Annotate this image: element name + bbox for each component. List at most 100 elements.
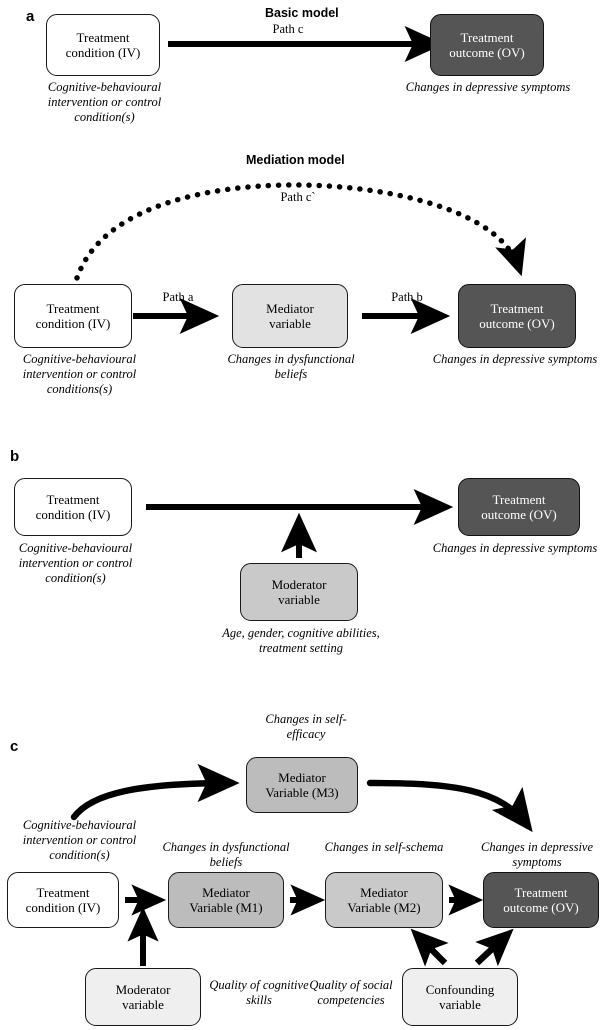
caption-line-2: self-efficacy — [286, 712, 347, 741]
panel-letter-b: b — [10, 448, 20, 465]
node-line-1: Treatment — [46, 300, 100, 316]
arrow-m3-to-ov-curve — [366, 779, 533, 833]
node-line-1: Mediator — [360, 884, 408, 900]
node-line-1: Treatment — [490, 300, 544, 316]
caption-treatment-condition-b: Cognitive-behavioural intervention or co… — [0, 541, 163, 586]
arrow-confounder-to-m2 — [410, 928, 449, 967]
caption-line-1: Changes in — [480, 840, 538, 854]
caption-line-2: dysfunctional beliefs — [274, 352, 355, 381]
basic-model-title: Basic model — [265, 6, 339, 20]
node-line-2: condition (IV) — [65, 45, 141, 60]
caption-outcome-mediation: Changes in depressive symptoms — [425, 352, 602, 367]
arrow-iv-to-m3-curve — [70, 763, 240, 821]
caption-line-1: Changes in depressive — [405, 80, 518, 94]
node-line-2: Variable (M2) — [347, 900, 421, 915]
caption-line-3: condition(s) — [45, 571, 106, 585]
node-mediator-variable-m1: Mediator Variable (M1) — [168, 872, 284, 928]
node-line-2: variable — [439, 997, 481, 1012]
caption-line-2: intervention or control — [22, 833, 137, 847]
caption-confounder-c: Quality of social competencies — [292, 978, 410, 1008]
panel-letter-c: c — [10, 738, 19, 755]
mediation-model-title: Mediation model — [246, 153, 345, 167]
node-treatment-outcome-a: Treatment outcome (OV) — [430, 14, 544, 76]
caption-outcome-c: Changes in depressive symptoms — [467, 840, 602, 870]
node-treatment-outcome-b: Treatment outcome (OV) — [458, 478, 580, 536]
node-line-2: outcome (OV) — [481, 507, 557, 522]
caption-line-2: self-schema — [384, 840, 444, 854]
node-line-1: Mediator — [266, 300, 314, 316]
node-line-2: outcome (OV) — [449, 45, 525, 60]
caption-line-3: conditions(s) — [46, 382, 113, 396]
node-line-2: variable — [269, 316, 311, 331]
caption-line-1: Quality of social — [309, 978, 393, 992]
node-line-2: variable — [278, 592, 320, 607]
caption-line-1: Changes in depressive — [432, 352, 545, 366]
node-line-2: outcome (OV) — [479, 316, 555, 331]
caption-line-1: Changes in — [265, 712, 322, 726]
node-treatment-outcome-mediation: Treatment outcome (OV) — [458, 284, 576, 348]
node-line-2: condition (IV) — [35, 507, 111, 522]
caption-line-1: Age, gender, cognitive — [222, 626, 334, 640]
node-line-1: Treatment — [492, 491, 546, 507]
caption-line-2: intervention or control — [47, 95, 162, 109]
caption-treatment-outcome-b: Changes in depressive symptoms — [425, 541, 602, 556]
caption-line-2: intervention or control — [18, 556, 133, 570]
caption-line-2: abilities, treatment setting — [259, 626, 380, 655]
caption-line-1: Cognitive-behavioural — [18, 541, 133, 555]
caption-line-2: symptoms — [547, 541, 598, 555]
node-line-1: Mediator — [278, 769, 326, 785]
node-treatment-outcome-c: Treatment outcome (OV) — [483, 872, 599, 928]
label-path-c-prime: Path c` — [280, 190, 316, 204]
arrow-confounder-to-ov — [474, 928, 514, 967]
node-confounding-variable-c: Confounding variable — [402, 968, 518, 1026]
caption-line-1: Changes in — [324, 840, 382, 854]
node-mediator-variable-m3: Mediator Variable (M3) — [246, 757, 358, 813]
node-line-1: Treatment — [460, 29, 514, 45]
caption-line-2: cognitive skills — [246, 978, 309, 1007]
caption-line-2: depressive symptoms — [512, 840, 594, 869]
node-treatment-condition-c: Treatment condition (IV) — [7, 872, 119, 928]
node-line-1: Confounding — [425, 981, 495, 997]
caption-moderator-c: Quality of cognitive skills — [204, 978, 314, 1008]
caption-line-1: Quality of — [209, 978, 260, 992]
caption-treatment-condition-mediation: Cognitive-behavioural intervention or co… — [0, 352, 167, 397]
caption-line-1: Changes in depressive — [432, 541, 545, 555]
caption-line-3: condition(s) — [74, 110, 135, 124]
node-treatment-condition-b: Treatment condition (IV) — [14, 478, 132, 536]
caption-line-1: Cognitive-behavioural — [22, 818, 137, 832]
caption-line-1: Cognitive-behavioural — [22, 352, 137, 366]
caption-mediator-m2: Changes in self-schema — [314, 840, 454, 855]
node-line-2: condition (IV) — [35, 316, 111, 331]
caption-mediator-mediation: Changes in dysfunctional beliefs — [212, 352, 370, 382]
node-treatment-condition-a: Treatment condition (IV) — [46, 14, 160, 76]
label-path-c: Path c — [272, 22, 304, 36]
node-line-2: condition (IV) — [25, 900, 101, 915]
caption-treatment-condition-c: Cognitive-behavioural intervention or co… — [0, 818, 167, 863]
caption-mediator-m1: Changes in dysfunctional beliefs — [152, 840, 300, 870]
caption-line-2: intervention or control — [22, 367, 137, 381]
node-mediator-variable-m2: Mediator Variable (M2) — [325, 872, 443, 928]
node-line-1: Treatment — [514, 884, 568, 900]
caption-line-2: symptoms — [520, 80, 571, 94]
caption-line-1: Changes in — [162, 840, 220, 854]
node-moderator-variable-b: Moderator variable — [240, 563, 358, 621]
label-path-a: Path a — [162, 290, 194, 304]
label-path-b: Path b — [391, 290, 423, 304]
caption-line-2: dysfunctional beliefs — [209, 840, 290, 869]
caption-line-1: Changes in — [227, 352, 285, 366]
node-line-2: Variable (M3) — [265, 785, 339, 800]
node-line-1: Mediator — [202, 884, 250, 900]
node-line-1: Treatment — [76, 29, 130, 45]
caption-treatment-outcome-a: Changes in depressive symptoms — [398, 80, 578, 95]
node-line-1: Treatment — [36, 884, 90, 900]
node-moderator-variable-c: Moderator variable — [85, 968, 201, 1026]
panel-letter-a: a — [26, 8, 35, 25]
caption-line-2: competencies — [317, 993, 385, 1007]
node-line-2: outcome (OV) — [503, 900, 579, 915]
node-treatment-condition-mediation: Treatment condition (IV) — [14, 284, 132, 348]
caption-line-3: condition(s) — [49, 848, 110, 862]
caption-line-2: symptoms — [547, 352, 598, 366]
caption-treatment-condition-a: Cognitive-behavioural intervention or co… — [17, 80, 192, 125]
node-line-1: Moderator — [115, 981, 171, 997]
